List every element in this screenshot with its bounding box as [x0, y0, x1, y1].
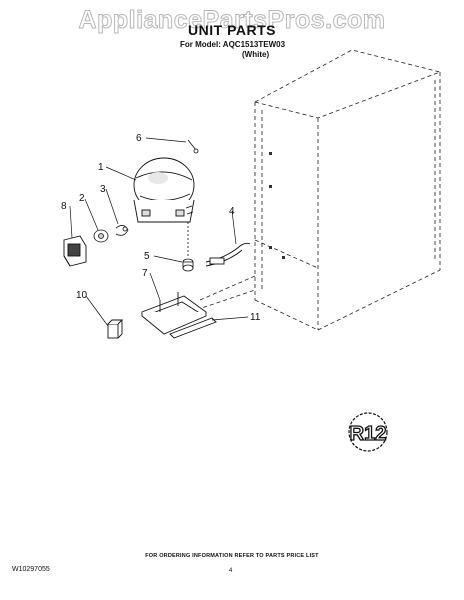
capacitor-part [107, 319, 124, 339]
callout-5: 5 [144, 251, 150, 262]
document-number: W10297055 [12, 566, 50, 573]
site-watermark: AppliancePartsPros.com [78, 6, 386, 35]
callout-labels: 1 2 3 4 5 6 7 8 10 11 [61, 133, 261, 323]
leader-lines [69, 137, 249, 327]
callout-7: 7 [142, 268, 148, 279]
page-title: UNIT PARTS [188, 22, 276, 38]
grommet-part [182, 222, 194, 272]
model-label: For Model: AQC1513TEW03 [180, 40, 286, 49]
cabinet-holes [269, 152, 285, 259]
bracket-part [169, 317, 217, 339]
callout-2: 2 [79, 193, 85, 204]
callout-1: 1 [98, 162, 104, 173]
cabinet-outline [189, 49, 441, 331]
refrigerant-badge-label: R12 [350, 423, 387, 445]
callout-8: 8 [61, 201, 67, 212]
color-label: (White) [242, 50, 270, 59]
page-number: 4 [229, 568, 233, 574]
cord-part [205, 242, 251, 267]
callout-4: 4 [229, 206, 235, 217]
relay-part [63, 235, 87, 267]
compressor [133, 157, 195, 223]
callout-6: 6 [136, 133, 142, 144]
overload-part [93, 229, 109, 243]
callout-10: 10 [76, 290, 88, 301]
callout-11: 11 [250, 312, 261, 323]
callout-3: 3 [100, 184, 106, 195]
ordering-note: FOR ORDERING INFORMATION REFER TO PARTS … [145, 553, 319, 559]
base-plate-part [141, 292, 207, 335]
wire-clip-part [115, 225, 129, 236]
refrigerant-badge: R12 [348, 412, 388, 452]
screw-part [187, 139, 199, 154]
